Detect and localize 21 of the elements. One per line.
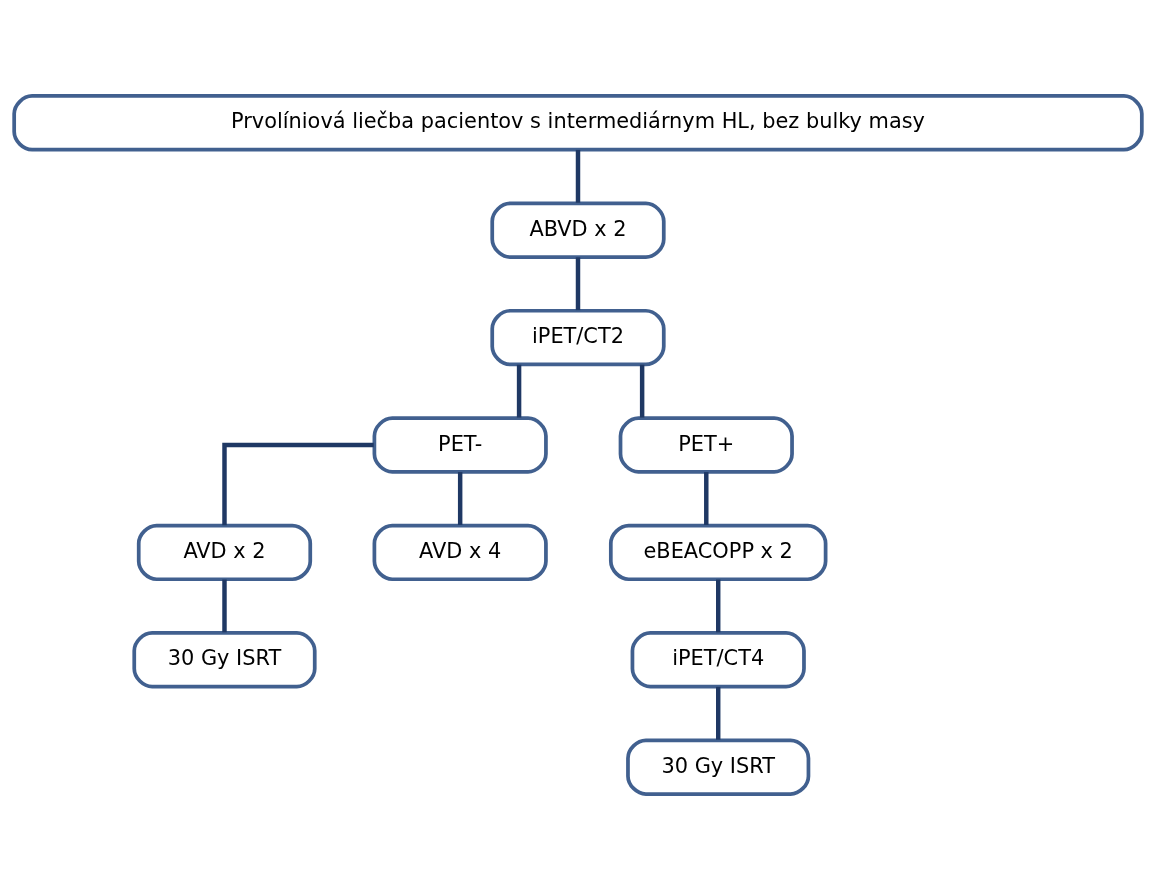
node-box: ABVD x 2 (490, 201, 666, 259)
node-box: 30 Gy ISRT (626, 738, 811, 796)
connector (457, 472, 463, 525)
connector (516, 364, 522, 418)
connector (715, 686, 721, 740)
node-box: PET- (372, 416, 548, 474)
node-box: AVD x 2 (136, 523, 313, 582)
connector (575, 149, 581, 203)
connector (639, 364, 645, 418)
connector (704, 472, 709, 525)
node-box: PET+ (618, 416, 794, 474)
node-box: Prvolíniová liečba pacientov s intermediárnym HL, bez bulky masy (12, 94, 1144, 152)
node-box: eBEACOPP x 2 (608, 523, 828, 582)
node-box: iPET/CT4 (630, 631, 806, 689)
node-box: AVD x 4 (372, 523, 548, 582)
node-box: 30 Gy ISRT (132, 631, 317, 689)
connector (575, 257, 581, 311)
connector (222, 579, 227, 633)
node-box: iPET/CT2 (490, 308, 666, 367)
connector (222, 442, 374, 526)
connector (715, 579, 721, 633)
